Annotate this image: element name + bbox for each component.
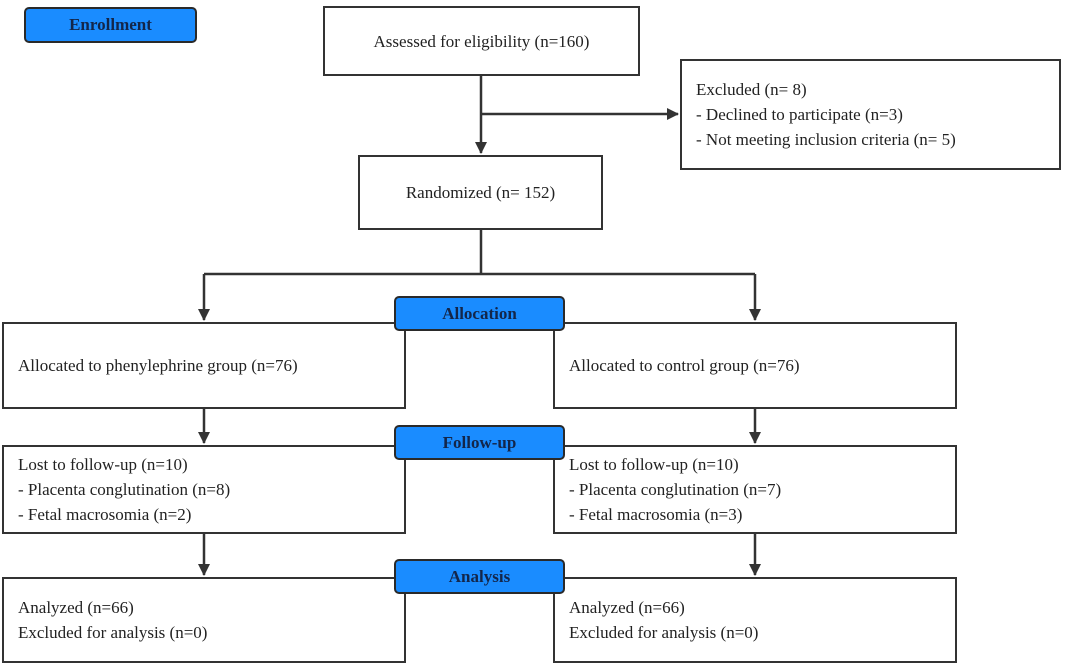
left-allocation-text: Allocated to phenylephrine group (n=76) [18,356,298,375]
right-analyzed-text: Analyzed (n=66) [569,598,685,617]
right-lost-item: - Placenta conglutination (n=7) [569,480,782,499]
left-excluded-analysis-text: Excluded for analysis (n=0) [18,623,208,642]
excluded-title: Excluded (n= 8) [696,80,807,99]
right-excluded-analysis-text: Excluded for analysis (n=0) [569,623,759,642]
stage-enrollment: Enrollment [24,7,197,43]
left-followup-box: Lost to follow-up (n=10) - Placenta cong… [2,445,406,534]
left-lost-item: - Fetal macrosomia (n=2) [18,505,192,524]
right-analysis-box: Analyzed (n=66) Excluded for analysis (n… [553,577,957,663]
randomized-text: Randomized (n= 152) [405,183,556,202]
left-analyzed-text: Analyzed (n=66) [18,598,134,617]
assessed-text: Assessed for eligibility (n=160) [373,31,590,51]
right-allocation-box: Allocated to control group (n=76) [553,322,957,409]
left-lost-item: - Placenta conglutination (n=8) [18,480,231,499]
right-allocation-text: Allocated to control group (n=76) [569,356,800,375]
randomized-box: Randomized (n= 152) [358,155,603,230]
right-followup-box: Lost to follow-up (n=10) - Placenta cong… [553,445,957,534]
right-lost-item: - Fetal macrosomia (n=3) [569,505,743,524]
excluded-item: - Declined to participate (n=3) [696,105,903,124]
assessed-box: Assessed for eligibility (n=160) [323,6,640,76]
left-analysis-box: Analyzed (n=66) Excluded for analysis (n… [2,577,406,663]
left-lost-title: Lost to follow-up (n=10) [18,455,188,474]
stage-allocation: Allocation [394,296,565,331]
excluded-box: Excluded (n= 8) - Declined to participat… [680,59,1061,170]
excluded-item: - Not meeting inclusion criteria (n= 5) [696,130,956,149]
left-allocation-box: Allocated to phenylephrine group (n=76) [2,322,406,409]
stage-analysis: Analysis [394,559,565,594]
right-lost-title: Lost to follow-up (n=10) [569,455,739,474]
stage-follow-up: Follow-up [394,425,565,460]
